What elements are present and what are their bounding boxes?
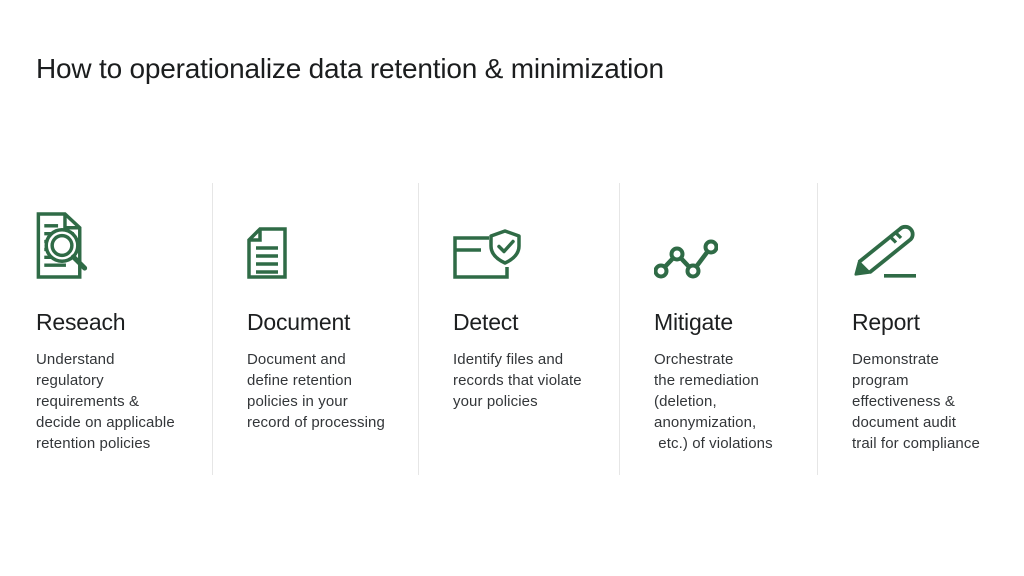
page-title: How to operationalize data retention & m… [36,53,664,84]
step-description: Identify files and records that violate … [453,351,582,410]
step-heading: Reseach [36,309,126,335]
document-search-icon [36,212,88,279]
step-description: Understand regulatory requirements & dec… [36,351,175,452]
steps-row: Reseach Understand regulatory requiremen… [36,183,1024,475]
step-description: Demonstrate program effectiveness & docu… [852,351,980,452]
step-mitigate: Mitigate Orchestrate the remediation (de… [620,183,818,475]
step-heading: Mitigate [654,309,733,335]
file-shield-check-icon [453,229,521,279]
step-research: Reseach Understand regulatory requiremen… [36,183,213,475]
pencil-icon [854,224,916,278]
step-description: Orchestrate the remediation (deletion, a… [654,351,773,452]
line-chart-icon [654,239,718,279]
step-description: Document and define retention policies i… [247,351,385,431]
step-report: Report Demonstrate program effectiveness… [818,183,1024,475]
step-heading: Detect [453,309,519,335]
step-detect: Detect Identify files and records that v… [419,183,620,475]
step-heading: Report [852,309,920,335]
step-document: Document Document and define retention p… [213,183,419,475]
document-icon [247,227,287,279]
step-heading: Document [247,309,351,335]
